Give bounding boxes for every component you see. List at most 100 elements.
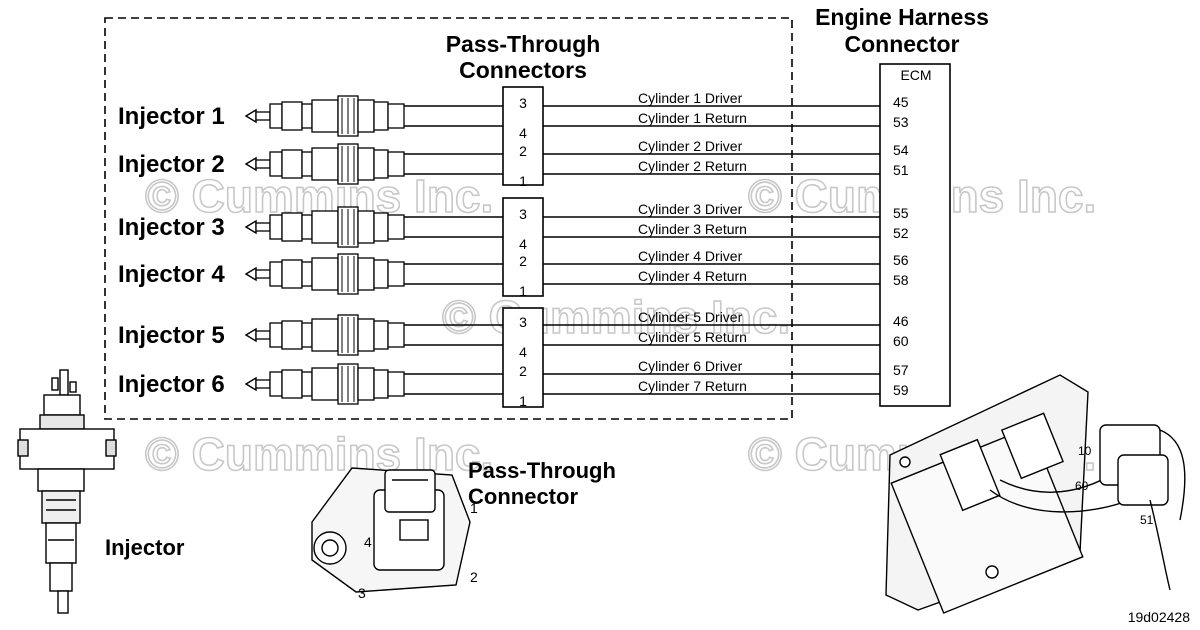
ecm-pin-top: 54 — [893, 142, 909, 158]
pt-pin-top: 3 — [519, 314, 527, 330]
injector-nozzle — [255, 111, 271, 121]
injector-body-segment — [387, 261, 405, 287]
injector-body-segment — [373, 320, 389, 350]
return-label: Cylinder 4 Return — [638, 268, 747, 284]
injector-body-segment — [311, 99, 339, 133]
driver-label: Cylinder 4 Driver — [638, 248, 743, 264]
injector-tip-icon — [244, 327, 257, 343]
injector-body-segment — [301, 322, 313, 348]
watermark: © Cummins Inc. — [442, 291, 790, 343]
ecm-pin-bottom: 60 — [893, 333, 909, 349]
injector-nozzle — [255, 222, 271, 232]
injector-body-segment — [357, 147, 375, 181]
injector-tip-icon — [244, 219, 257, 235]
return-label: Cylinder 1 Return — [638, 110, 747, 126]
injector-tip-icon — [244, 266, 257, 282]
pass-through-title-line2: Connectors — [459, 57, 587, 83]
return-label: Cylinder 2 Return — [638, 158, 747, 174]
pass-through-connector-caption-line1: Pass-Through — [468, 458, 616, 483]
driver-label: Cylinder 3 Driver — [638, 201, 743, 217]
injector-tip-icon — [244, 376, 257, 392]
injector-body-segment — [269, 322, 283, 348]
injector-caption: Injector — [105, 535, 185, 560]
pt-pin-top: 3 — [519, 206, 527, 222]
injector-body-segment — [357, 318, 375, 352]
ecm-module-illustration — [885, 374, 1186, 614]
pt-pin-top: 2 — [519, 143, 527, 159]
injector-body-segment — [269, 214, 283, 240]
pass-through-connector-caption-line2: Connector — [468, 484, 578, 509]
injector-body-segment — [373, 101, 389, 131]
injector-body-segment — [301, 261, 313, 287]
pt-pin-bottom: 1 — [519, 393, 527, 409]
pt-pin-bottom: 1 — [519, 283, 527, 299]
injector-body-segment — [311, 210, 339, 244]
injector-illustration — [17, 369, 117, 614]
engine-harness-title-line1: Engine Harness — [815, 4, 989, 30]
injector-body-segment — [373, 212, 389, 242]
injector-tip-icon — [244, 156, 257, 172]
watermark: © Cummins Inc. — [145, 428, 493, 480]
injector-nozzle — [255, 379, 271, 389]
pt-pin-bottom: 4 — [519, 344, 527, 360]
injector-body-segment — [269, 261, 283, 287]
pt-pin-top: 2 — [519, 363, 527, 379]
injector-body-segment — [387, 103, 405, 129]
injector-body-segment — [311, 318, 339, 352]
injector-body-segment — [281, 259, 303, 289]
injector-body-segment — [281, 149, 303, 179]
ecm-pin-bottom: 59 — [893, 382, 909, 398]
injector-body-segment — [387, 322, 405, 348]
return-label: Cylinder 5 Return — [638, 329, 747, 345]
injector-body-segment — [301, 371, 313, 397]
injector-body-segment — [311, 257, 339, 291]
driver-label: Cylinder 1 Driver — [638, 90, 743, 106]
ecm-pin-60: 60 — [1075, 479, 1089, 493]
injector-tip-icon — [244, 108, 257, 124]
ecm-pin-bottom: 52 — [893, 225, 909, 241]
pt-pin-bottom: 4 — [519, 236, 527, 252]
pt-pin-top: 3 — [519, 95, 527, 111]
injector-body-segment — [357, 99, 375, 133]
pt-pin-top: 2 — [519, 253, 527, 269]
pass-through-connector-a — [502, 86, 544, 186]
pass-through-connector-c — [502, 307, 544, 408]
return-label: Cylinder 7 Return — [638, 378, 747, 394]
injector-body-segment — [281, 101, 303, 131]
injector-label: Injector 3 — [118, 214, 225, 241]
injector-body-segment — [387, 214, 405, 240]
pt-pin-4: 4 — [364, 534, 372, 550]
driver-label: Cylinder 2 Driver — [638, 138, 743, 154]
injector-body-segment — [301, 103, 313, 129]
injector-label: Injector 2 — [118, 151, 225, 178]
injector-body-segment — [281, 320, 303, 350]
pass-through-connector-illustration — [311, 467, 471, 593]
driver-label: Cylinder 5 Driver — [638, 309, 743, 325]
pt-pin-2: 2 — [470, 569, 478, 585]
ecm-pin-51: 51 — [1140, 513, 1154, 527]
injector-body-segment — [387, 371, 405, 397]
injector-body-segment — [357, 257, 375, 291]
injector-body-segment — [373, 369, 389, 399]
injector-body-segment — [281, 212, 303, 242]
injector-body-segment — [269, 151, 283, 177]
injector-body-segment — [357, 367, 375, 401]
injector-body-segment — [301, 151, 313, 177]
injector-nozzle — [255, 159, 271, 169]
driver-label: Cylinder 6 Driver — [638, 358, 743, 374]
injector-body-segment — [269, 371, 283, 397]
ecm-pin-top: 45 — [893, 94, 909, 110]
pt-pin-3: 3 — [358, 585, 366, 601]
injector-label: Injector 4 — [118, 261, 225, 288]
injector-body-segment — [357, 210, 375, 244]
injector-body-segment — [311, 147, 339, 181]
injector-nozzle — [255, 330, 271, 340]
ecm-pin-top: 56 — [893, 252, 909, 268]
